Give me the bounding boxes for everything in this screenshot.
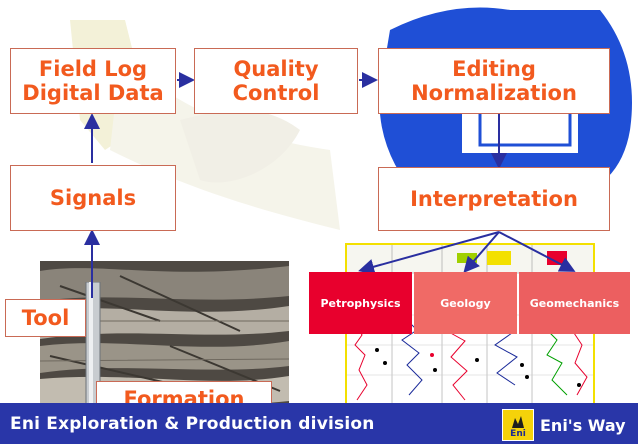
geomechanics-label: Geomechanics bbox=[529, 296, 620, 310]
arrow-interpretation-to-geology bbox=[463, 231, 500, 274]
tool-box: Tool bbox=[5, 299, 86, 337]
interpretation-box: Interpretation bbox=[378, 167, 610, 231]
geology-box: Geology bbox=[414, 272, 517, 334]
footer-division-text: Eni Exploration & Production division bbox=[10, 414, 375, 434]
interpretation-label: Interpretation bbox=[410, 186, 578, 211]
footer-bar: Eni Exploration & Production division En… bbox=[0, 403, 638, 444]
quality-control-box: Quality Control bbox=[194, 48, 358, 114]
background-sketch-shape bbox=[180, 110, 300, 183]
petrophysics-label: Petrophysics bbox=[320, 296, 401, 310]
petrophysics-box: Petrophysics bbox=[309, 272, 412, 334]
editing-line1: Editing bbox=[452, 56, 536, 81]
quality-control-line1: Quality bbox=[233, 56, 319, 81]
arrow-interpretation-to-petrophysics bbox=[358, 231, 500, 275]
editing-normalization-box: Editing Normalization bbox=[378, 48, 610, 114]
geology-label: Geology bbox=[440, 296, 491, 310]
arrow-interpretation-to-geomechanics bbox=[498, 231, 576, 272]
eni-logo-icon: Eni bbox=[502, 409, 534, 441]
quality-control-line2: Control bbox=[232, 81, 320, 105]
geomechanics-box: Geomechanics bbox=[519, 272, 630, 334]
field-log-line2: Digital Data bbox=[22, 81, 164, 105]
tool-label: Tool bbox=[21, 305, 70, 330]
editing-line2: Normalization bbox=[411, 81, 577, 105]
eni-logo-label: Eni bbox=[510, 429, 526, 439]
footer-brand-text: Eni's Way bbox=[540, 416, 626, 435]
signals-box: Signals bbox=[10, 165, 176, 231]
tool-cylinder bbox=[85, 282, 101, 407]
field-log-line1: Field Log bbox=[38, 56, 148, 81]
field-log-digital-data-box: Field Log Digital Data bbox=[10, 48, 176, 114]
signals-label: Signals bbox=[49, 185, 137, 210]
